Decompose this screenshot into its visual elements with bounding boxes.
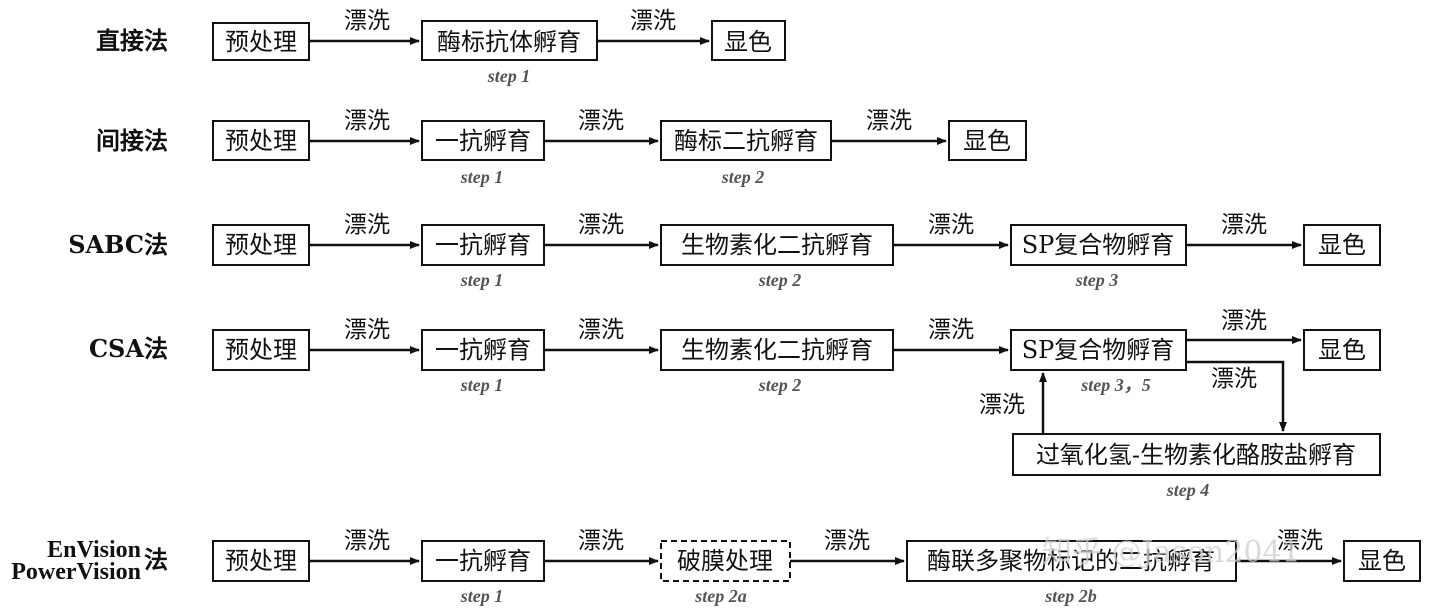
box-membrane-permeabilization: 破膜处理 [660, 540, 791, 582]
step-label: step 3 [1075, 270, 1119, 290]
step-label: step 1 [460, 375, 504, 395]
box-label: 预处理 [225, 28, 297, 56]
step-label: step 1 [460, 586, 504, 606]
box-label: 一抗孵育 [435, 127, 531, 155]
box-label: 预处理 [225, 547, 297, 575]
box-label: 预处理 [225, 231, 297, 259]
box-pretreat: 预处理 [212, 120, 310, 161]
box-pretreat: 预处理 [212, 224, 310, 266]
method-label-sabc: SABC法 [68, 230, 168, 259]
watermark: 知乎 @Jason2041 [1042, 535, 1301, 570]
wash-label: 漂洗 [1277, 528, 1323, 554]
box-primary-ab-incubation: 一抗孵育 [421, 120, 545, 161]
row-envision-method: EnVision PowerVision 法 预处理 漂洗 一抗孵育 step … [11, 528, 1421, 606]
wash-label: 漂洗 [344, 212, 390, 238]
box-sp-complex-incubation: SP复合物孵育 [1010, 329, 1187, 371]
method-label-envision: EnVision [47, 537, 141, 563]
wash-label: 漂洗 [578, 108, 624, 134]
step-label: step 1 [487, 66, 531, 86]
box-peroxide-tyramide-incubation: 过氧化氢-生物素化酪胺盐孵育 [1012, 433, 1381, 476]
box-label: 显色 [1358, 547, 1406, 575]
wash-label: 漂洗 [1221, 212, 1267, 238]
step-label: step 2 [758, 270, 802, 290]
box-color: 显色 [711, 20, 786, 61]
wash-label: 漂洗 [928, 317, 974, 343]
step-label: step 2a [694, 586, 747, 606]
step-label: step 3，5 [1080, 375, 1151, 395]
method-label-powervision: PowerVision [11, 559, 141, 585]
wash-label: 漂洗 [344, 528, 390, 554]
box-enzyme-ab-incubation: 酶标抗体孵育 [421, 20, 598, 61]
arrow [1186, 360, 1287, 432]
box-label: 一抗孵育 [435, 547, 531, 575]
step-label: step 2 [721, 167, 765, 187]
box-label: 显色 [963, 127, 1011, 155]
box-primary-ab-incubation: 一抗孵育 [421, 329, 545, 371]
box-label: SP复合物孵育 [1022, 336, 1175, 364]
wash-label: 漂洗 [344, 317, 390, 343]
step-label: step 2b [1044, 586, 1097, 606]
box-label: 酶标二抗孵育 [674, 127, 818, 155]
wash-label: 漂洗 [1211, 366, 1257, 392]
wash-label: 漂洗 [344, 8, 390, 34]
box-label: 显色 [1318, 231, 1366, 259]
box-label: 生物素化二抗孵育 [681, 231, 873, 259]
box-color: 显色 [1343, 540, 1421, 582]
wash-label: 漂洗 [578, 212, 624, 238]
step-label: step 1 [460, 270, 504, 290]
wash-label: 漂洗 [866, 108, 912, 134]
box-biotin-secondary-incubation: 生物素化二抗孵育 [660, 329, 894, 371]
box-color: 显色 [948, 120, 1027, 161]
row-sabc-method: SABC法 预处理 漂洗 一抗孵育 step 1 漂洗 生物素化二抗孵育 ste… [68, 212, 1381, 290]
box-color: 显色 [1303, 224, 1381, 266]
method-label-direct: 直接法 [96, 26, 168, 55]
box-label: 显色 [1318, 336, 1366, 364]
box-pretreat: 预处理 [212, 329, 310, 371]
box-label: 破膜处理 [677, 547, 773, 575]
row-csa-method: CSA法 预处理 漂洗 一抗孵育 step 1 漂洗 生物素化二抗孵育 step… [89, 308, 1381, 500]
method-label-csa: CSA法 [89, 334, 168, 363]
box-color: 显色 [1303, 329, 1381, 371]
box-primary-ab-incubation: 一抗孵育 [421, 224, 545, 266]
wash-label: 漂洗 [979, 392, 1025, 418]
wash-label: 漂洗 [578, 528, 624, 554]
box-label: 显色 [724, 28, 772, 56]
wash-label: 漂洗 [344, 108, 390, 134]
box-label: 预处理 [225, 127, 297, 155]
box-label: 酶联多聚物标记的二抗孵育 [927, 547, 1215, 575]
wash-label: 漂洗 [824, 528, 870, 554]
box-primary-ab-incubation: 一抗孵育 [421, 540, 545, 582]
row-indirect-method: 间接法 预处理 漂洗 一抗孵育 step 1 漂洗 酶标二抗孵育 step 2 … [96, 108, 1027, 187]
wash-label: 漂洗 [578, 317, 624, 343]
method-label-indirect: 间接法 [96, 126, 168, 155]
box-pretreat: 预处理 [212, 22, 310, 61]
box-label: 一抗孵育 [435, 231, 531, 259]
row-direct-method: 直接法 预处理 漂洗 酶标抗体孵育 step 1 漂洗 显色 [96, 8, 786, 86]
wash-label: 漂洗 [928, 212, 974, 238]
wash-label: 漂洗 [1221, 308, 1267, 334]
box-label: 一抗孵育 [435, 336, 531, 364]
box-label: SP复合物孵育 [1022, 231, 1175, 259]
box-biotin-secondary-incubation: 生物素化二抗孵育 [660, 224, 894, 266]
box-enzyme-secondary-incubation: 酶标二抗孵育 [660, 120, 832, 161]
box-label: 酶标抗体孵育 [437, 28, 581, 56]
wash-label: 漂洗 [630, 8, 676, 34]
box-label: 过氧化氢-生物素化酪胺盐孵育 [1036, 441, 1356, 469]
method-label-suffix: 法 [144, 545, 168, 574]
box-label: 生物素化二抗孵育 [681, 336, 873, 364]
step-label: step 2 [758, 375, 802, 395]
step-label: step 4 [1166, 480, 1210, 500]
box-pretreat: 预处理 [212, 540, 310, 582]
step-label: step 1 [460, 167, 504, 187]
box-label: 预处理 [225, 336, 297, 364]
box-sp-complex-incubation: SP复合物孵育 [1010, 224, 1187, 266]
